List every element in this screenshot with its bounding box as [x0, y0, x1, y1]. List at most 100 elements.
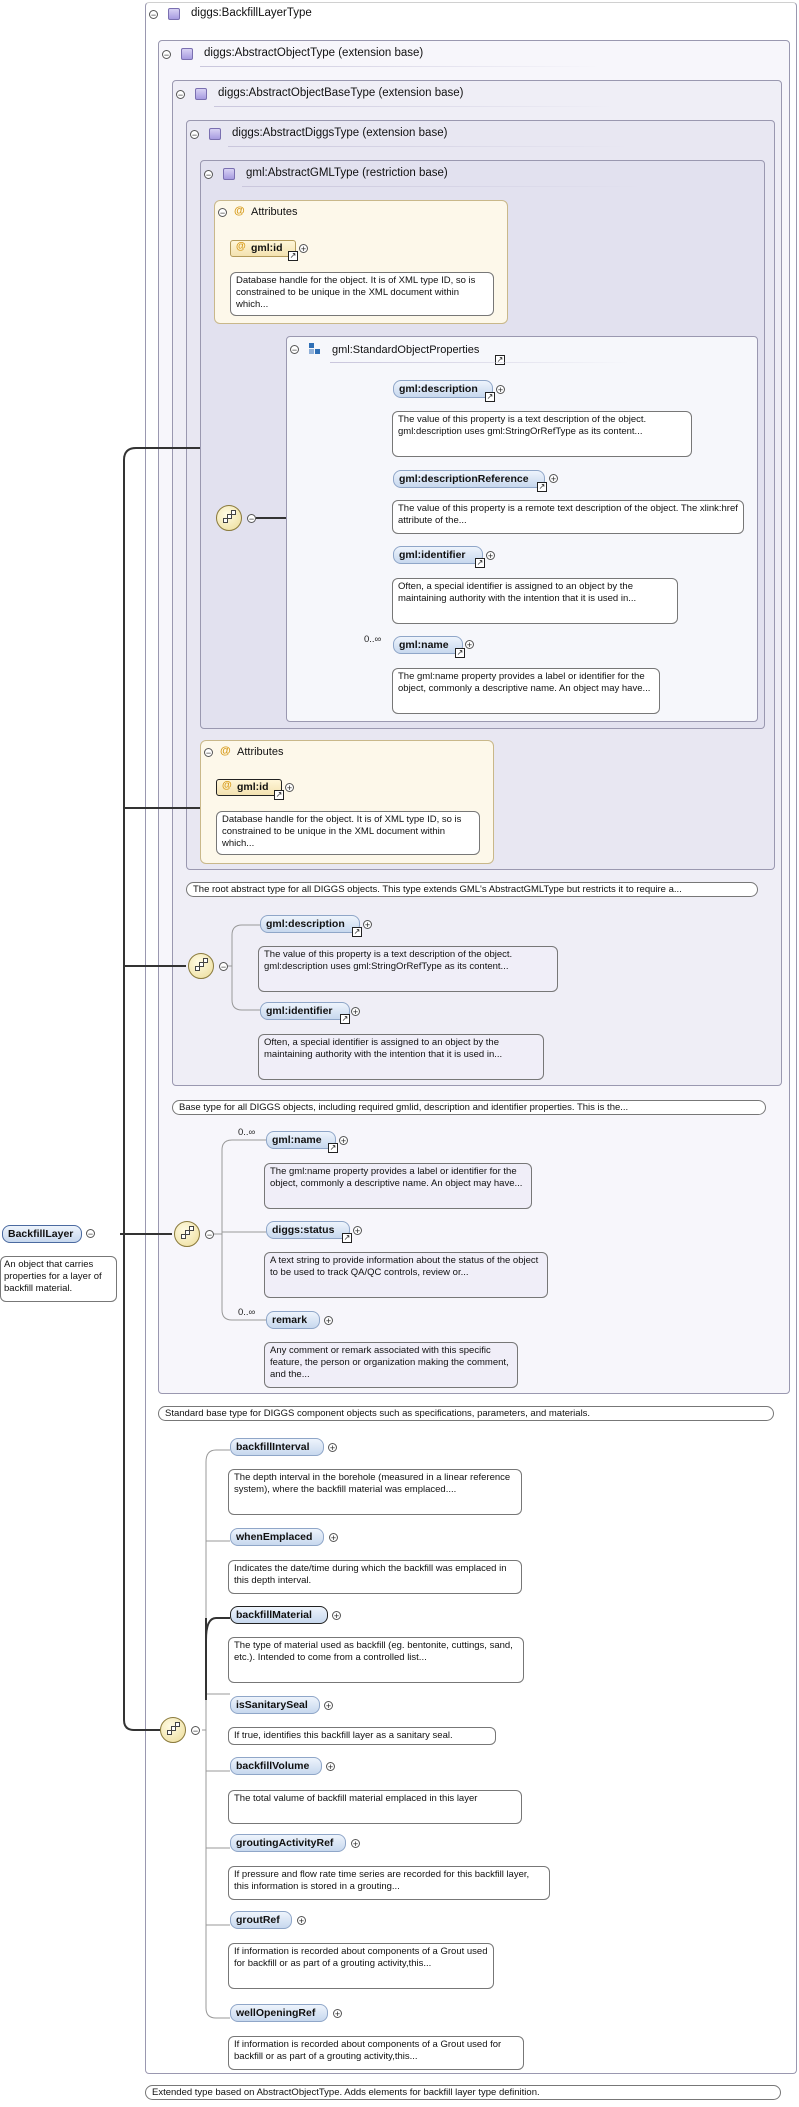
expand-icon[interactable]: + [351, 1007, 360, 1017]
group-icon [309, 343, 321, 355]
type-annotation: Extended type based on AbstractObjectTyp… [145, 2085, 781, 2100]
collapse-toggle[interactable]: − [204, 748, 213, 758]
complex-type-icon [209, 128, 221, 140]
element-gml-name[interactable]: gml:name [266, 1131, 336, 1149]
element-annotation: If information is recorded about compone… [228, 1943, 494, 1989]
attributes-title: Attributes [251, 206, 298, 218]
divider [228, 146, 628, 147]
sequence-compositor-icon[interactable] [216, 505, 242, 531]
reference-arrow-icon[interactable]: ↗ [455, 648, 465, 658]
collapse-toggle[interactable]: − [219, 962, 228, 972]
expand-icon[interactable]: + [339, 1136, 348, 1146]
element-annotation: A text string to provide information abo… [264, 1252, 548, 1298]
collapse-toggle[interactable]: − [149, 10, 158, 20]
divider [242, 186, 642, 187]
divider [214, 106, 614, 107]
element-when-emplaced[interactable]: whenEmplaced [230, 1528, 324, 1546]
element-diggs-status[interactable]: diggs:status [266, 1221, 350, 1239]
collapse-toggle[interactable]: − [191, 1726, 200, 1736]
expand-icon[interactable]: + [486, 551, 495, 561]
reference-arrow-icon[interactable]: ↗ [475, 558, 485, 568]
element-annotation: The depth interval in the borehole (meas… [228, 1469, 522, 1515]
attribute-annotation: Database handle for the object. It is of… [216, 811, 480, 855]
sequence-compositor-icon[interactable] [188, 953, 214, 979]
multiplicity-label: 0..∞ [364, 634, 382, 645]
element-is-sanitary-seal[interactable]: isSanitarySeal [230, 1696, 320, 1714]
attribute-at-icon: @ [236, 241, 246, 252]
collapse-toggle[interactable]: − [176, 90, 185, 100]
attribute-gml-id[interactable]: gml:id [216, 779, 282, 796]
element-annotation: The value of this property is a text des… [392, 411, 692, 457]
element-annotation: The type of material used as backfill (e… [228, 1637, 524, 1683]
element-annotation: If true, identifies this backfill layer … [228, 1727, 496, 1745]
expand-icon[interactable]: + [324, 1316, 333, 1326]
reference-arrow-icon[interactable]: ↗ [340, 1014, 350, 1024]
expand-icon[interactable]: + [326, 1762, 335, 1772]
type-annotation: Base type for all DIGGS objects, includi… [172, 1100, 766, 1115]
root-element-backfill-layer[interactable]: BackfillLayer [2, 1225, 82, 1243]
expand-icon[interactable]: + [496, 385, 505, 395]
multiplicity-label: 0..∞ [238, 1127, 256, 1138]
element-backfill-material[interactable]: backfillMaterial [230, 1606, 328, 1624]
element-gml-description[interactable]: gml:description [393, 380, 493, 398]
reference-arrow-icon[interactable]: ↗ [288, 251, 298, 261]
collapse-toggle[interactable]: − [86, 1229, 95, 1239]
collapse-toggle[interactable]: − [247, 514, 256, 524]
element-backfill-interval[interactable]: backfillInterval [230, 1438, 324, 1456]
reference-arrow-icon[interactable]: ↗ [495, 355, 505, 365]
expand-icon[interactable]: + [285, 783, 294, 793]
element-gml-description[interactable]: gml:description [260, 915, 360, 933]
element-well-opening-ref[interactable]: wellOpeningRef [230, 2004, 328, 2022]
element-annotation: The gml:name property provides a label o… [264, 1163, 532, 1209]
reference-arrow-icon[interactable]: ↗ [352, 927, 362, 937]
expand-icon[interactable]: + [329, 1533, 338, 1543]
complex-type-icon [223, 168, 235, 180]
expand-icon[interactable]: + [324, 1701, 333, 1711]
sequence-compositor-icon[interactable] [174, 1221, 200, 1247]
expand-icon[interactable]: + [332, 1611, 341, 1621]
reference-arrow-icon[interactable]: ↗ [274, 790, 284, 800]
expand-icon[interactable]: + [328, 1443, 337, 1453]
element-annotation: Often, a special identifier is assigned … [392, 578, 678, 624]
sequence-compositor-icon[interactable] [160, 1717, 186, 1743]
element-annotation: The total valume of backfill material em… [228, 1790, 522, 1824]
element-gml-identifier[interactable]: gml:identifier [260, 1002, 350, 1020]
element-grout-ref[interactable]: groutRef [230, 1911, 292, 1929]
collapse-toggle[interactable]: − [190, 130, 199, 140]
element-remark[interactable]: remark [266, 1311, 320, 1329]
complex-type-icon [168, 8, 180, 20]
expand-icon[interactable]: + [363, 920, 372, 930]
element-annotation: Any comment or remark associated with th… [264, 1342, 518, 1388]
element-gml-description-reference[interactable]: gml:descriptionReference [393, 470, 545, 488]
expand-icon[interactable]: + [353, 1226, 362, 1236]
type-title: gml:AbstractGMLType (restriction base) [246, 167, 448, 179]
reference-arrow-icon[interactable]: ↗ [328, 1143, 338, 1153]
collapse-toggle[interactable]: − [162, 50, 171, 60]
expand-icon[interactable]: + [333, 2009, 342, 2019]
collapse-toggle[interactable]: − [204, 170, 213, 180]
expand-icon[interactable]: + [299, 244, 308, 254]
expand-icon[interactable]: + [297, 1916, 306, 1926]
attribute-at-icon: @ [234, 205, 245, 217]
attribute-at-icon: @ [222, 780, 232, 791]
attribute-gml-id[interactable]: gml:id [230, 240, 296, 257]
type-title: diggs:BackfillLayerType [191, 7, 312, 19]
root-annotation: An object that carries properties for a … [0, 1256, 117, 1302]
element-annotation: The gml:name property provides a label o… [392, 668, 660, 714]
collapse-toggle[interactable]: − [218, 208, 227, 218]
element-backfill-volume[interactable]: backfillVolume [230, 1757, 322, 1775]
expand-icon[interactable]: + [549, 474, 558, 484]
expand-icon[interactable]: + [351, 1839, 360, 1849]
element-grouting-activity-ref[interactable]: groutingActivityRef [230, 1834, 346, 1852]
reference-arrow-icon[interactable]: ↗ [537, 482, 547, 492]
divider [330, 362, 630, 363]
type-annotation: Standard base type for DIGGS component o… [158, 1406, 774, 1421]
reference-arrow-icon[interactable]: ↗ [342, 1233, 352, 1243]
element-gml-name[interactable]: gml:name [393, 636, 463, 654]
group-title: gml:StandardObjectProperties [332, 344, 480, 356]
expand-icon[interactable]: + [465, 640, 474, 650]
collapse-toggle[interactable]: − [205, 1230, 214, 1240]
element-gml-identifier[interactable]: gml:identifier [393, 546, 483, 564]
collapse-toggle[interactable]: − [290, 345, 299, 355]
reference-arrow-icon[interactable]: ↗ [485, 392, 495, 402]
